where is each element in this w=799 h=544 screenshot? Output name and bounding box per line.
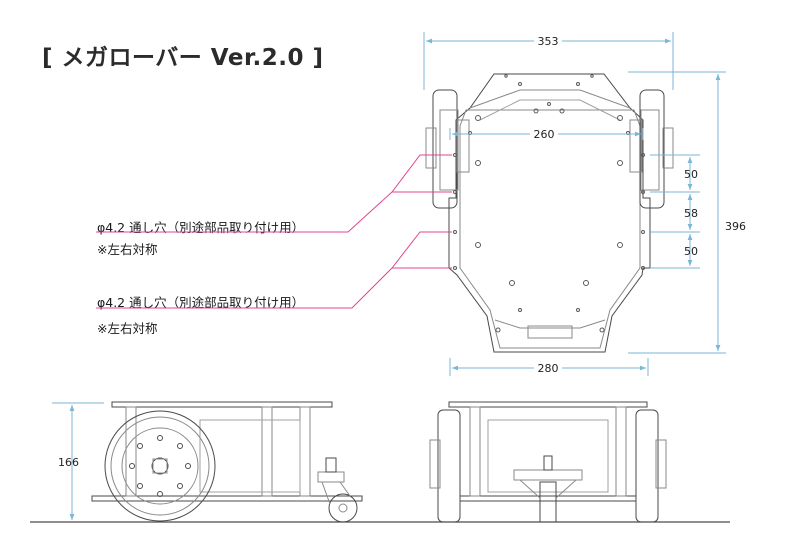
dim-hole-spacing-3: 50 bbox=[684, 245, 698, 258]
leader-lines bbox=[96, 154, 452, 309]
front-top-plate bbox=[448, 401, 648, 408]
mounting-holes bbox=[453, 74, 645, 333]
symmetry-note-2: ※左右対称 bbox=[97, 321, 158, 336]
dimension-lines bbox=[52, 32, 726, 523]
diagram-title: [ メガローバー Ver.2.0 ] bbox=[42, 45, 324, 71]
top-view bbox=[425, 73, 674, 353]
front-right-wheel bbox=[635, 409, 659, 523]
inner-plate bbox=[459, 109, 641, 349]
hole-note-1: φ4.2 通し穴（別途部品取り付け用） bbox=[97, 220, 305, 235]
symmetry-note-1: ※左右対称 bbox=[97, 242, 158, 257]
dim-hole-spacing-1: 50 bbox=[684, 168, 698, 181]
front-view bbox=[429, 401, 667, 523]
dim-overall-width: 353 bbox=[538, 35, 559, 48]
dim-height: 166 bbox=[58, 456, 79, 469]
front-left-wheel bbox=[437, 409, 461, 523]
top-plate bbox=[111, 401, 333, 408]
dim-wheel-track: 260 bbox=[534, 128, 555, 141]
hole-note-2: φ4.2 通し穴（別途部品取り付け用） bbox=[97, 295, 305, 310]
dim-overall-length: 396 bbox=[725, 220, 746, 233]
caster-wheel bbox=[328, 493, 358, 523]
dim-hole-spacing-2: 58 bbox=[684, 207, 698, 220]
dim-base-width: 280 bbox=[538, 362, 559, 375]
front-base-plate bbox=[459, 495, 637, 502]
base-plate bbox=[91, 495, 363, 502]
side-wheel bbox=[104, 410, 216, 522]
side-view bbox=[91, 401, 363, 523]
right-wheel bbox=[639, 89, 665, 209]
